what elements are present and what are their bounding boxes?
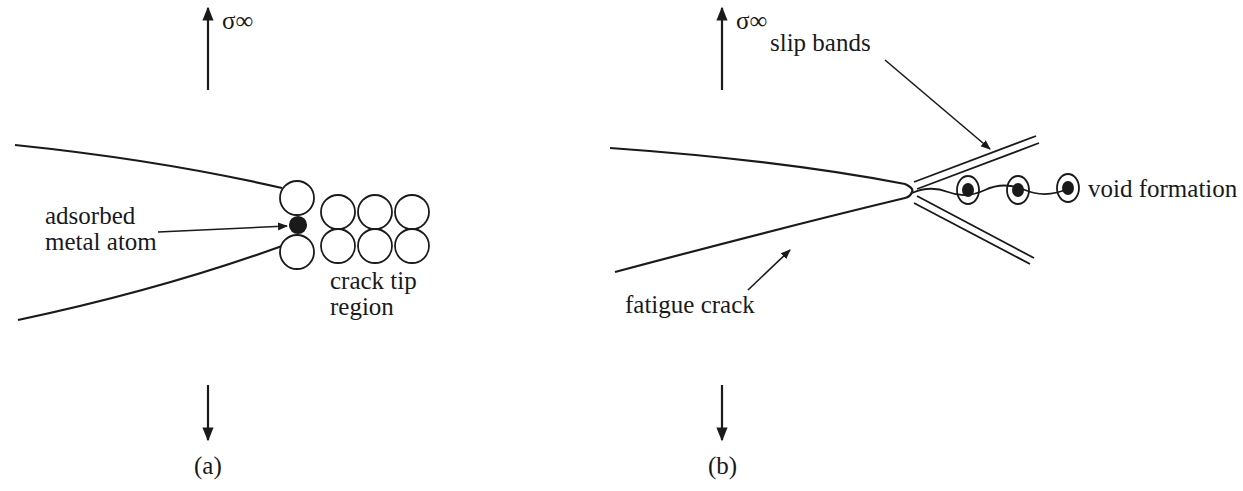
leader-line <box>885 60 990 149</box>
stress-label: σ∞ <box>736 8 767 34</box>
part-label: adsorbed metal atom <box>45 203 195 256</box>
crack-face <box>18 246 282 320</box>
stress-arrow <box>721 8 723 90</box>
leader-line <box>158 226 287 232</box>
void <box>957 174 1079 204</box>
crack-face <box>610 148 912 272</box>
part-label: crack tip region <box>330 268 455 321</box>
leader-line <box>748 250 790 290</box>
panel-label: (b) <box>708 453 737 479</box>
part-label: fatigue crack <box>625 292 755 318</box>
stress-arrow <box>721 385 723 440</box>
slip-band <box>914 136 1039 264</box>
stress-arrow <box>207 8 209 90</box>
stress-label: σ∞ <box>222 8 253 34</box>
atom-lattice <box>280 181 429 269</box>
part-label: slip bands <box>770 30 871 56</box>
panel-label: (a) <box>194 453 222 479</box>
crack-face <box>15 145 282 188</box>
void-particle <box>962 181 1074 197</box>
stress-arrow <box>207 385 209 440</box>
adsorbed-atom <box>290 217 306 233</box>
part-label: void formation <box>1088 176 1237 202</box>
void-path <box>912 186 1070 196</box>
